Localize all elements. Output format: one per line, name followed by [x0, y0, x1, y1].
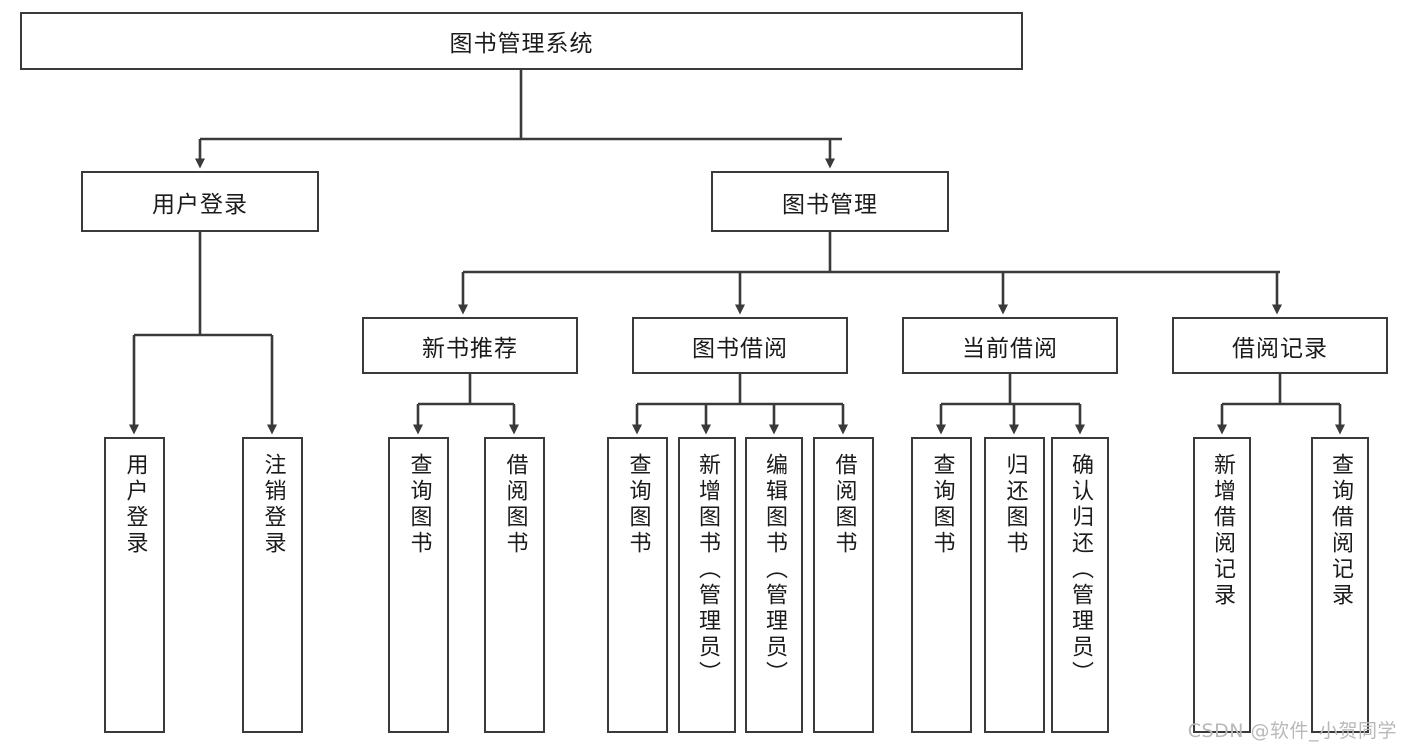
node-user-login[interactable]: 用户登录 [81, 171, 319, 232]
node-label: 注销登录 [260, 453, 286, 557]
node-label: 用户登录 [122, 453, 148, 557]
node-current-borrow[interactable]: 当前借阅 [902, 317, 1118, 374]
node-book-management-system[interactable]: 图书管理系统 [20, 12, 1023, 70]
node-label: 归还图书 [1002, 453, 1028, 557]
node-leaf-confirm-return-admin[interactable]: 确认归还（管理员） [1051, 437, 1109, 733]
node-label: 新增图书（管理员） [695, 453, 720, 687]
node-label: 查询图书 [929, 453, 955, 557]
node-leaf-add-book-admin[interactable]: 新增图书（管理员） [678, 437, 736, 733]
node-label: 借阅图书 [502, 453, 528, 557]
node-label: 当前借阅 [962, 335, 1058, 362]
node-label: 图书管理系统 [449, 31, 594, 57]
csdn-watermark: CSDN @软件_小贺同学 [1187, 720, 1397, 742]
node-leaf-query-borrow-record[interactable]: 查询借阅记录 [1311, 437, 1369, 733]
node-leaf-return-book[interactable]: 归还图书 [984, 437, 1045, 733]
node-leaf-borrow-book[interactable]: 借阅图书 [813, 437, 874, 733]
node-label: 图书借阅 [692, 335, 788, 362]
node-leaf-query-book-borrow[interactable]: 查询图书 [607, 437, 668, 733]
node-label: 确认归还（管理员） [1068, 453, 1093, 687]
node-leaf-add-borrow-record[interactable]: 新增借阅记录 [1193, 437, 1251, 733]
node-leaf-logout[interactable]: 注销登录 [242, 437, 303, 733]
node-label: 新增借阅记录 [1210, 453, 1235, 609]
node-new-book-recommend[interactable]: 新书推荐 [362, 317, 578, 374]
node-label: 用户登录 [152, 191, 248, 218]
node-leaf-edit-book-admin[interactable]: 编辑图书（管理员） [745, 437, 803, 733]
node-label: 查询图书 [625, 453, 651, 557]
node-book-borrow[interactable]: 图书借阅 [632, 317, 848, 374]
node-label: 借阅记录 [1232, 335, 1328, 362]
node-label: 新书推荐 [422, 335, 518, 362]
node-label: 查询借阅记录 [1328, 453, 1353, 609]
node-leaf-user-login[interactable]: 用户登录 [104, 437, 165, 733]
node-leaf-query-book-current[interactable]: 查询图书 [911, 437, 972, 733]
node-label: 编辑图书（管理员） [762, 453, 787, 687]
node-leaf-borrow-book-recommend[interactable]: 借阅图书 [484, 437, 545, 733]
node-leaf-query-book-recommend[interactable]: 查询图书 [388, 437, 449, 733]
node-borrow-record[interactable]: 借阅记录 [1172, 317, 1388, 374]
node-book-manage[interactable]: 图书管理 [711, 171, 949, 232]
node-label: 图书管理 [782, 191, 878, 218]
node-label: 借阅图书 [831, 453, 857, 557]
node-label: 查询图书 [406, 453, 432, 557]
